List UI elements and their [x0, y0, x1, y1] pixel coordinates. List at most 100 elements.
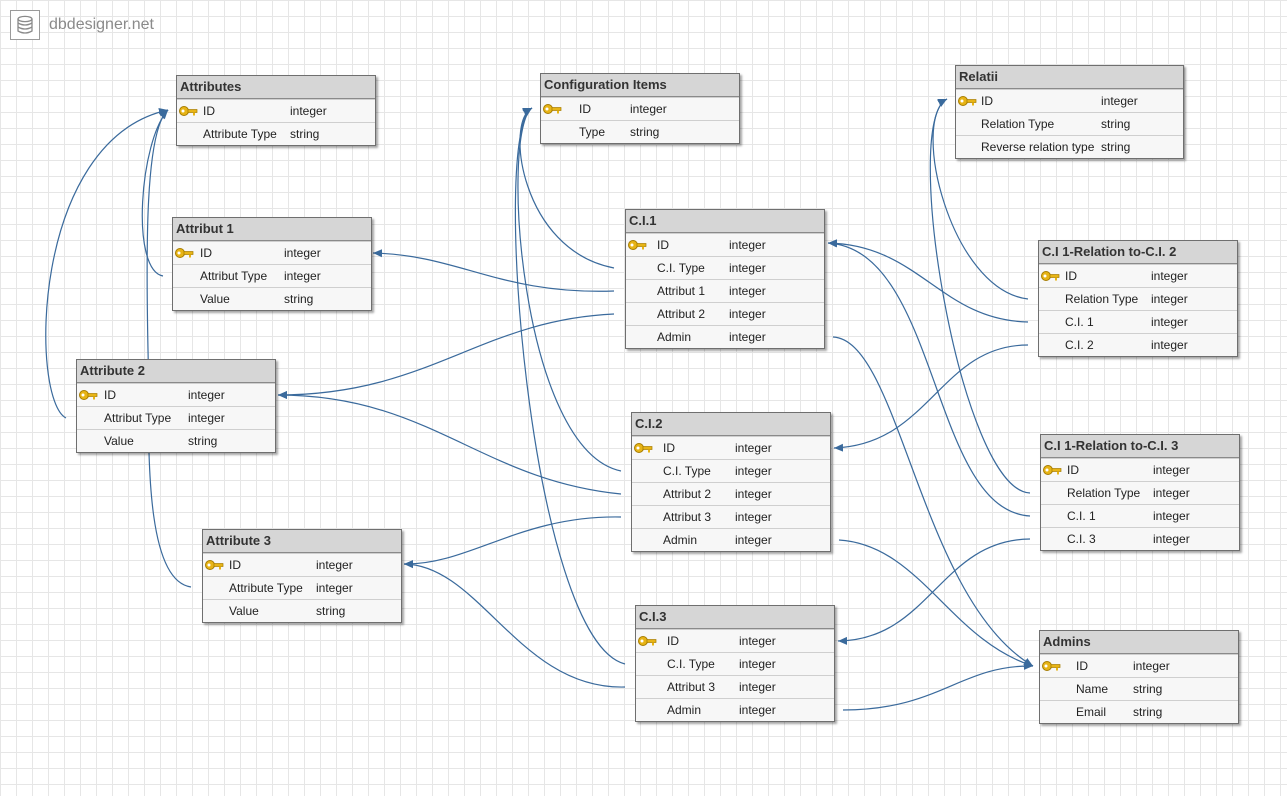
table-row[interactable]: Value string — [173, 287, 371, 310]
table-ci1-relation-ci3[interactable]: C.I 1-Relation to-C.I. 3 ID integer Rela… — [1040, 434, 1240, 551]
column-name: Relation Type — [1065, 292, 1139, 306]
table-admins[interactable]: Admins ID integer Name string Email stri… — [1039, 630, 1239, 724]
table-row[interactable]: ID integer — [1039, 264, 1237, 287]
column-name: Attribut 2 — [663, 487, 712, 501]
table-row[interactable]: Attribut Type integer — [173, 264, 371, 287]
link-ci1-admins — [832, 336, 1034, 667]
table-row[interactable]: Admin integer — [626, 325, 824, 348]
table-row[interactable]: ID integer — [1041, 458, 1239, 481]
column-name: ID — [104, 388, 116, 402]
column-name: Attribut 1 — [657, 284, 706, 298]
column-type: integer — [1153, 486, 1190, 500]
table-row[interactable]: Attribut Type integer — [77, 406, 275, 429]
column-type: integer — [739, 657, 776, 671]
column-type: integer — [1151, 338, 1188, 352]
table-row[interactable]: Name string — [1040, 677, 1238, 700]
table-row[interactable]: Attribut 2 integer — [632, 482, 830, 505]
table-ci1[interactable]: C.I.1 ID integer C.I. Type integer Attri… — [625, 209, 825, 349]
table-row[interactable]: C.I. Type integer — [626, 256, 824, 279]
brand-logo[interactable]: dbdesigner.net — [10, 10, 154, 40]
table-attribute3[interactable]: Attribute 3 ID integer Attribute Type in… — [202, 529, 402, 623]
column-type: integer — [1151, 269, 1188, 283]
table-row[interactable]: ID integer — [77, 383, 275, 406]
column-name: ID — [1067, 463, 1079, 477]
column-name: ID — [200, 246, 212, 260]
table-row[interactable]: Attribute Type string — [177, 122, 375, 145]
link-attribute2-attributes — [45, 108, 169, 419]
table-ci1-relation-ci2[interactable]: C.I 1-Relation to-C.I. 2 ID integer Rela… — [1038, 240, 1238, 357]
table-row[interactable]: Relation Type string — [956, 112, 1183, 135]
table-row[interactable]: Admin integer — [636, 698, 834, 721]
primary-key-icon — [175, 248, 194, 258]
table-row[interactable]: Attribut 2 integer — [626, 302, 824, 325]
column-name: Reverse relation type — [981, 140, 1095, 154]
column-name: Admin — [667, 703, 702, 717]
table-row[interactable]: Value string — [77, 429, 275, 452]
table-row[interactable]: Attribute Type integer — [203, 576, 401, 599]
column-name: Relation Type — [981, 117, 1055, 131]
link-ci1-config — [519, 107, 615, 269]
table-row[interactable]: C.I. Type integer — [636, 652, 834, 675]
primary-key-icon — [634, 443, 653, 453]
column-name: Attribut Type — [200, 269, 268, 283]
table-row[interactable]: Type string — [541, 120, 739, 143]
table-title: C.I 1-Relation to-C.I. 3 — [1041, 435, 1239, 458]
column-type: string — [1101, 117, 1131, 131]
column-type: integer — [735, 533, 772, 547]
table-row[interactable]: Value string — [203, 599, 401, 622]
column-type: integer — [1153, 463, 1190, 477]
table-row[interactable]: ID integer — [632, 436, 830, 459]
table-title: C.I.2 — [632, 413, 830, 436]
table-attributes[interactable]: Attributes ID integer Attribute Type str… — [176, 75, 376, 146]
column-type: integer — [739, 634, 776, 648]
column-type: integer — [729, 307, 766, 321]
table-configuration-items[interactable]: Configuration Items ID integer Type stri… — [540, 73, 740, 144]
table-ci3[interactable]: C.I.3 ID integer C.I. Type integer Attri… — [635, 605, 835, 722]
column-name: C.I. Type — [667, 657, 715, 671]
table-row[interactable]: Attribut 3 integer — [632, 505, 830, 528]
column-type: integer — [284, 246, 321, 260]
table-ci2[interactable]: C.I.2 ID integer C.I. Type integer Attri… — [631, 412, 831, 552]
column-name: Relation Type — [1067, 486, 1141, 500]
table-row[interactable]: Attribut 1 integer — [626, 279, 824, 302]
column-type: integer — [1133, 659, 1170, 673]
column-type: integer — [735, 464, 772, 478]
column-name: ID — [203, 104, 215, 118]
table-row[interactable]: ID integer — [636, 629, 834, 652]
column-type: integer — [1101, 94, 1138, 108]
table-row[interactable]: C.I. 1 integer — [1039, 310, 1237, 333]
table-relatii[interactable]: Relatii ID integer Relation Type string … — [955, 65, 1184, 159]
table-title: C.I.1 — [626, 210, 824, 233]
table-row[interactable]: ID integer — [203, 553, 401, 576]
table-row[interactable]: Reverse relation type string — [956, 135, 1183, 158]
table-row[interactable]: Relation Type integer — [1041, 481, 1239, 504]
column-type: integer — [1151, 315, 1188, 329]
table-row[interactable]: C.I. Type integer — [632, 459, 830, 482]
table-attribute2[interactable]: Attribute 2 ID integer Attribut Type int… — [76, 359, 276, 453]
column-name: ID — [229, 558, 241, 572]
table-row[interactable]: Email string — [1040, 700, 1238, 723]
primary-key-icon — [1042, 661, 1061, 671]
link-ci2-config — [517, 107, 622, 472]
column-name: C.I. Type — [663, 464, 711, 478]
link-rel3-ci1 — [827, 239, 1031, 517]
table-row[interactable]: ID integer — [626, 233, 824, 256]
table-row[interactable]: ID integer — [541, 97, 739, 120]
primary-key-icon — [638, 636, 657, 646]
table-row[interactable]: C.I. 1 integer — [1041, 504, 1239, 527]
table-row[interactable]: C.I. 2 integer — [1039, 333, 1237, 356]
table-attribut1[interactable]: Attribut 1 ID integer Attribut Type inte… — [172, 217, 372, 311]
table-row[interactable]: Admin integer — [632, 528, 830, 551]
column-name: ID — [579, 102, 591, 116]
table-title: Admins — [1040, 631, 1238, 654]
primary-key-icon — [1041, 271, 1060, 281]
table-row[interactable]: Attribut 3 integer — [636, 675, 834, 698]
column-type: integer — [729, 238, 766, 252]
table-row[interactable]: ID integer — [956, 89, 1183, 112]
column-type: string — [188, 434, 218, 448]
table-row[interactable]: ID integer — [173, 241, 371, 264]
table-row[interactable]: ID integer — [177, 99, 375, 122]
table-row[interactable]: ID integer — [1040, 654, 1238, 677]
table-row[interactable]: C.I. 3 integer — [1041, 527, 1239, 550]
table-row[interactable]: Relation Type integer — [1039, 287, 1237, 310]
